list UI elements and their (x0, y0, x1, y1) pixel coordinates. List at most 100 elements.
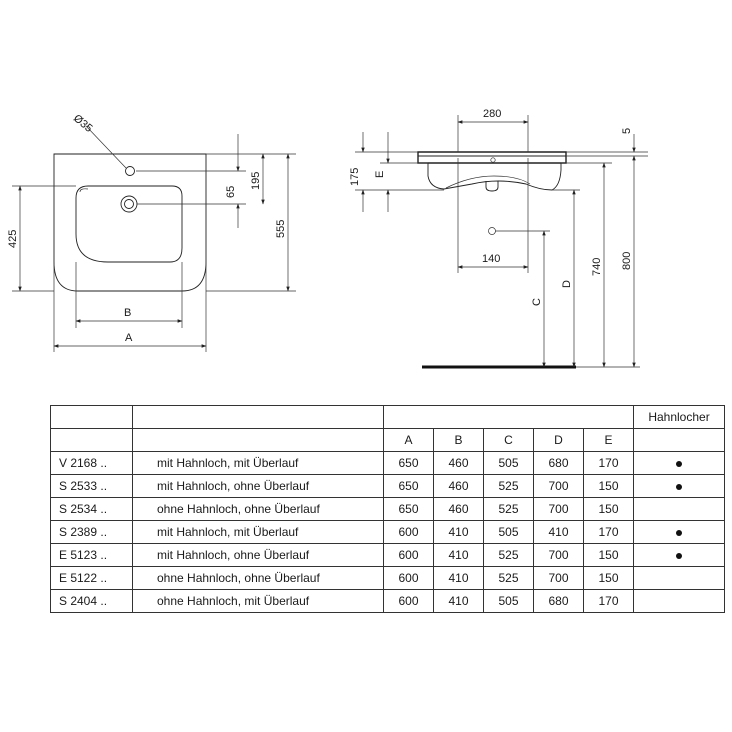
desc: ohne Hahnloch, ohne Überlauf (132, 566, 384, 590)
tap-hole-marker-icon (676, 529, 682, 536)
desc: ohne Hahnloch, ohne Überlauf (132, 497, 384, 521)
drain-inner (124, 199, 134, 209)
cell-b: 460 (433, 497, 484, 521)
cell-e: 150 (583, 566, 634, 590)
desc: mit Hahnloch, ohne Überlauf (132, 543, 384, 567)
side-drain (485, 181, 499, 192)
dim-740: 740 (591, 258, 603, 276)
cell-c: 525 (483, 497, 534, 521)
side-inner (445, 175, 531, 189)
cell-b: 410 (433, 566, 484, 590)
side-view: 280 5 175 E 140 C D 740 800 (349, 108, 648, 369)
code: S 2533 .. (50, 474, 133, 498)
cell-c: 525 (483, 566, 534, 590)
cell-hahnloch (633, 589, 725, 613)
bowl-inner-line (79, 188, 89, 193)
wall-fixing-hole (488, 227, 496, 235)
drain-outer (120, 195, 138, 213)
cell-c: 505 (483, 589, 534, 613)
cell-a: 600 (383, 589, 434, 613)
label-c: C (531, 298, 543, 306)
cell-e: 150 (583, 543, 634, 567)
tap-hole-marker-icon (676, 483, 682, 490)
desc: mit Hahnloch, ohne Überlauf (132, 474, 384, 498)
cell-e: 150 (583, 497, 634, 521)
technical-drawing: Ø35 65 195 555 425 B A (7, 108, 648, 369)
col-header-b: B (433, 428, 484, 452)
dim-425: 425 (7, 230, 19, 248)
label-e: E (374, 171, 386, 178)
cell-a: 600 (383, 566, 434, 590)
cell-d: 700 (533, 474, 584, 498)
cell-hahnloch (633, 497, 725, 521)
cell-c: 505 (483, 451, 534, 475)
cell-e: 170 (583, 451, 634, 475)
tap-hole (125, 166, 135, 176)
desc: ohne Hahnloch, mit Überlauf (132, 589, 384, 613)
cell-c: 525 (483, 543, 534, 567)
cell-d: 680 (533, 451, 584, 475)
code: E 5122 .. (50, 566, 133, 590)
header-hahnlocher: Hahnlocher (633, 405, 725, 429)
cell-hahnloch (633, 474, 725, 498)
basin-outline (53, 153, 207, 292)
dim-280: 280 (483, 108, 501, 120)
code: V 2168 .. (50, 451, 133, 475)
bowl-outline (75, 185, 183, 263)
col-header-e: E (583, 428, 634, 452)
tap-hole-marker-icon (676, 552, 682, 559)
table-header-row-1: Hahnlocher (50, 405, 725, 429)
spec-table: Hahnlocher A B C D E V 2168 ..mit Hahnlo… (50, 405, 725, 613)
tap-hole-marker-icon (676, 460, 682, 467)
dim-800: 800 (621, 252, 633, 270)
cell-e: 150 (583, 474, 634, 498)
cell-b: 460 (433, 451, 484, 475)
cell-hahnloch (633, 566, 725, 590)
code: S 2404 .. (50, 589, 133, 613)
cell-e: 170 (583, 520, 634, 544)
cell-a: 600 (383, 520, 434, 544)
cell-hahnloch (633, 520, 725, 544)
col-header-c: C (483, 428, 534, 452)
cell-c: 525 (483, 474, 534, 498)
cell-hahnloch (633, 543, 725, 567)
cell-d: 700 (533, 566, 584, 590)
cell-a: 650 (383, 474, 434, 498)
side-body (427, 163, 562, 191)
cell-e: 170 (583, 589, 634, 613)
code: E 5123 .. (50, 543, 133, 567)
dim-175: 175 (349, 168, 361, 186)
col-header-d: D (533, 428, 584, 452)
cell-b: 460 (433, 474, 484, 498)
cell-d: 680 (533, 589, 584, 613)
col-header-a: A (383, 428, 434, 452)
desc: mit Hahnloch, mit Überlauf (132, 520, 384, 544)
dim-195: 195 (250, 172, 262, 190)
label-a: A (125, 332, 133, 344)
side-rim (417, 151, 567, 164)
cell-b: 410 (433, 520, 484, 544)
label-b: B (124, 307, 131, 319)
cell-a: 600 (383, 543, 434, 567)
dim-5: 5 (621, 128, 633, 134)
dim-555: 555 (275, 220, 287, 238)
dim-140: 140 (482, 253, 500, 265)
desc: mit Hahnloch, mit Überlauf (132, 451, 384, 475)
cell-b: 410 (433, 589, 484, 613)
code: S 2389 .. (50, 520, 133, 544)
front-view: Ø35 65 195 555 425 B A (7, 112, 296, 352)
cell-d: 700 (533, 543, 584, 567)
code: S 2534 .. (50, 497, 133, 521)
cell-a: 650 (383, 451, 434, 475)
table-header-row-2: A B C D E (50, 428, 725, 452)
cell-b: 410 (433, 543, 484, 567)
label-d: D (561, 280, 573, 288)
dim-65: 65 (225, 186, 237, 198)
cell-a: 650 (383, 497, 434, 521)
cell-hahnloch (633, 451, 725, 475)
